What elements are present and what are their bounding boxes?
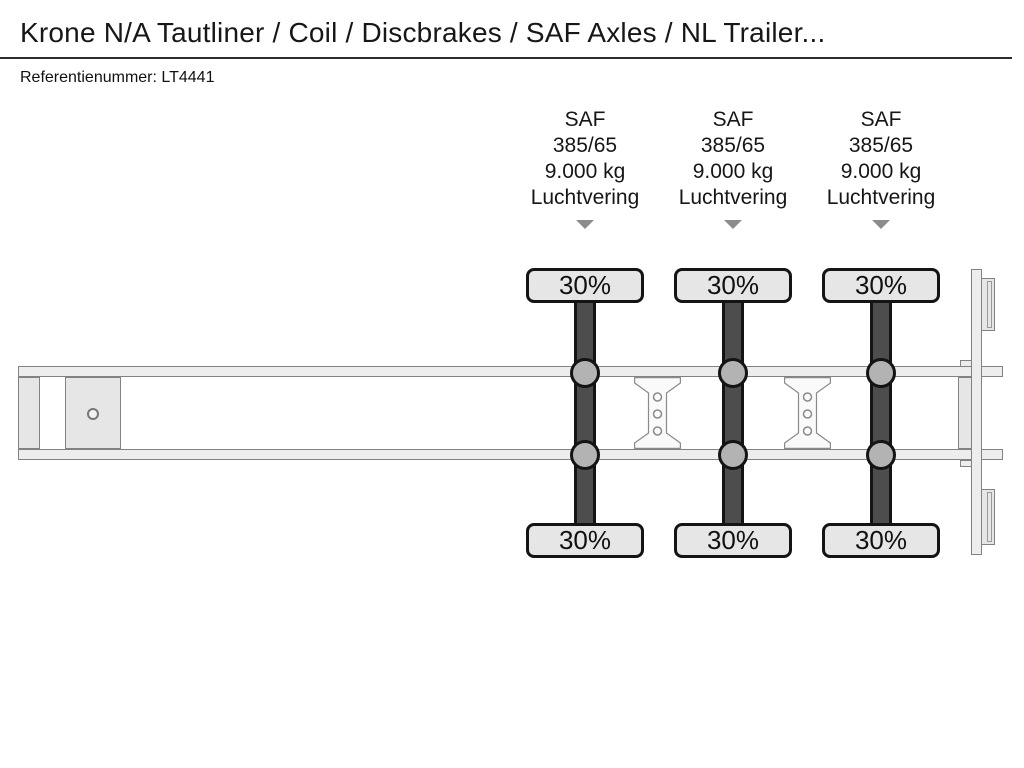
axle-suspension: Luchtvering [678, 186, 788, 209]
reference-number: Referentienummer: LT4441 [20, 69, 215, 86]
axle-brand: SAF [860, 108, 902, 131]
axle-group-2: SAF 385/65 9.000 kg Luchtvering 30% 30% [653, 0, 813, 768]
crossmember-brace-2 [784, 377, 831, 449]
axle-brand: SAF [712, 108, 754, 131]
wheel-hub-bottom [718, 440, 748, 470]
axle-2-label: SAF 385/65 9.000 kg Luchtvering [653, 107, 813, 211]
axle-load-capacity: 9.000 kg [544, 160, 626, 183]
axle-shaft [574, 300, 596, 530]
front-crossmember [18, 377, 40, 449]
axle-group-3: SAF 385/65 9.000 kg Luchtvering 30% 30% [801, 0, 961, 768]
axle-brand: SAF [564, 108, 606, 131]
axle-1-label: SAF 385/65 9.000 kg Luchtvering [505, 107, 665, 211]
tyre-tread-badge-bottom: 30% [674, 523, 792, 558]
taillight-right [981, 489, 995, 545]
wheel-hub-top [718, 358, 748, 388]
axle-load-capacity: 9.000 kg [692, 160, 774, 183]
tyre-tread-badge-top: 30% [822, 268, 940, 303]
axle-tyre-size: 385/65 [700, 134, 766, 157]
crossmember-brace-1 [634, 377, 681, 449]
chassis-rail-bottom [18, 449, 1003, 460]
taillight-left [981, 278, 995, 331]
arrow-down-icon [872, 220, 890, 229]
wheel-hub-bottom [866, 440, 896, 470]
axle-tyre-size: 385/65 [848, 134, 914, 157]
axle-shaft [722, 300, 744, 530]
page-title: Krone N/A Tautliner / Coil / Discbrakes … [20, 17, 826, 48]
axle-group-1: SAF 385/65 9.000 kg Luchtvering 30% 30% [505, 0, 665, 768]
arrow-down-icon [576, 220, 594, 229]
rear-light-bar [971, 269, 982, 555]
axle-3-label: SAF 385/65 9.000 kg Luchtvering [801, 107, 961, 211]
axle-load-capacity: 9.000 kg [840, 160, 922, 183]
wheel-hub-bottom [570, 440, 600, 470]
axle-suspension: Luchtvering [530, 186, 640, 209]
tyre-tread-badge-top: 30% [526, 268, 644, 303]
tyre-tread-badge-bottom: 30% [526, 523, 644, 558]
wheel-hub-top [866, 358, 896, 388]
taillight-lens [987, 281, 992, 328]
tyre-tread-badge-top: 30% [674, 268, 792, 303]
axle-tyre-size: 385/65 [552, 134, 618, 157]
title-divider [0, 57, 1012, 59]
taillight-lens [987, 492, 992, 542]
kingpin [87, 408, 99, 420]
tyre-tread-badge-bottom: 30% [822, 523, 940, 558]
chassis-rail-top [18, 366, 1003, 377]
axle-suspension: Luchtvering [826, 186, 936, 209]
arrow-down-icon [724, 220, 742, 229]
axle-shaft [870, 300, 892, 530]
wheel-hub-top [570, 358, 600, 388]
